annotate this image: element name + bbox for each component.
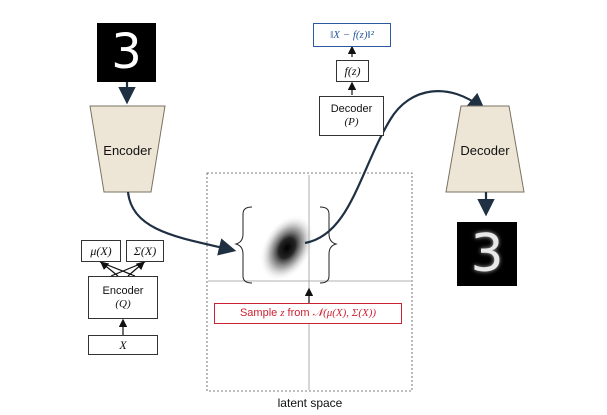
right-brace	[319, 206, 338, 284]
sample-dist: 𝒩(μ(X), Σ(X))	[312, 307, 377, 319]
decoder-label: Decoder	[460, 143, 510, 158]
input-digit-image: 3	[97, 23, 156, 82]
decoder-p-box: Decoder (P)	[319, 96, 384, 136]
output-digit-image: 3	[457, 222, 517, 286]
sigma-box: Σ(X)	[126, 240, 164, 262]
latent-to-decoder-arrow	[304, 90, 486, 245]
mu-box: μ(X)	[81, 240, 121, 262]
sample-mid: from	[287, 307, 310, 319]
sample-prefix: Sample	[239, 307, 278, 319]
decoder-trapezoid	[445, 105, 525, 193]
decoder-p-line2: (P)	[344, 116, 359, 128]
fz-box: f(z)	[336, 60, 369, 82]
encoder-label: Encoder	[103, 143, 152, 158]
output-digit-glyph: 3	[470, 224, 504, 284]
encoder-q-line2: (Q)	[115, 297, 131, 310]
encoder-to-latent-arrow	[126, 191, 237, 256]
decoder-p-line1: Decoder	[330, 103, 373, 115]
loss-box: ‖X − f(z)‖²	[313, 23, 391, 47]
mu-cross-line	[99, 261, 136, 277]
encoder-q-line1: Encoder	[102, 284, 144, 297]
encoder-q-box: Encoder (Q)	[88, 276, 158, 319]
x-box: X	[88, 335, 158, 355]
sample-box: Sample z from 𝒩(μ(X), Σ(X))	[214, 303, 402, 324]
latent-space-frame	[206, 172, 413, 392]
gaussian-blob	[259, 214, 315, 282]
input-digit-glyph: 3	[111, 24, 142, 80]
encoder-trapezoid	[89, 105, 166, 193]
sigma-cross-line	[110, 261, 146, 277]
latent-space-label: latent space	[277, 396, 343, 410]
left-brace	[234, 206, 253, 284]
sample-var: z	[280, 307, 285, 319]
